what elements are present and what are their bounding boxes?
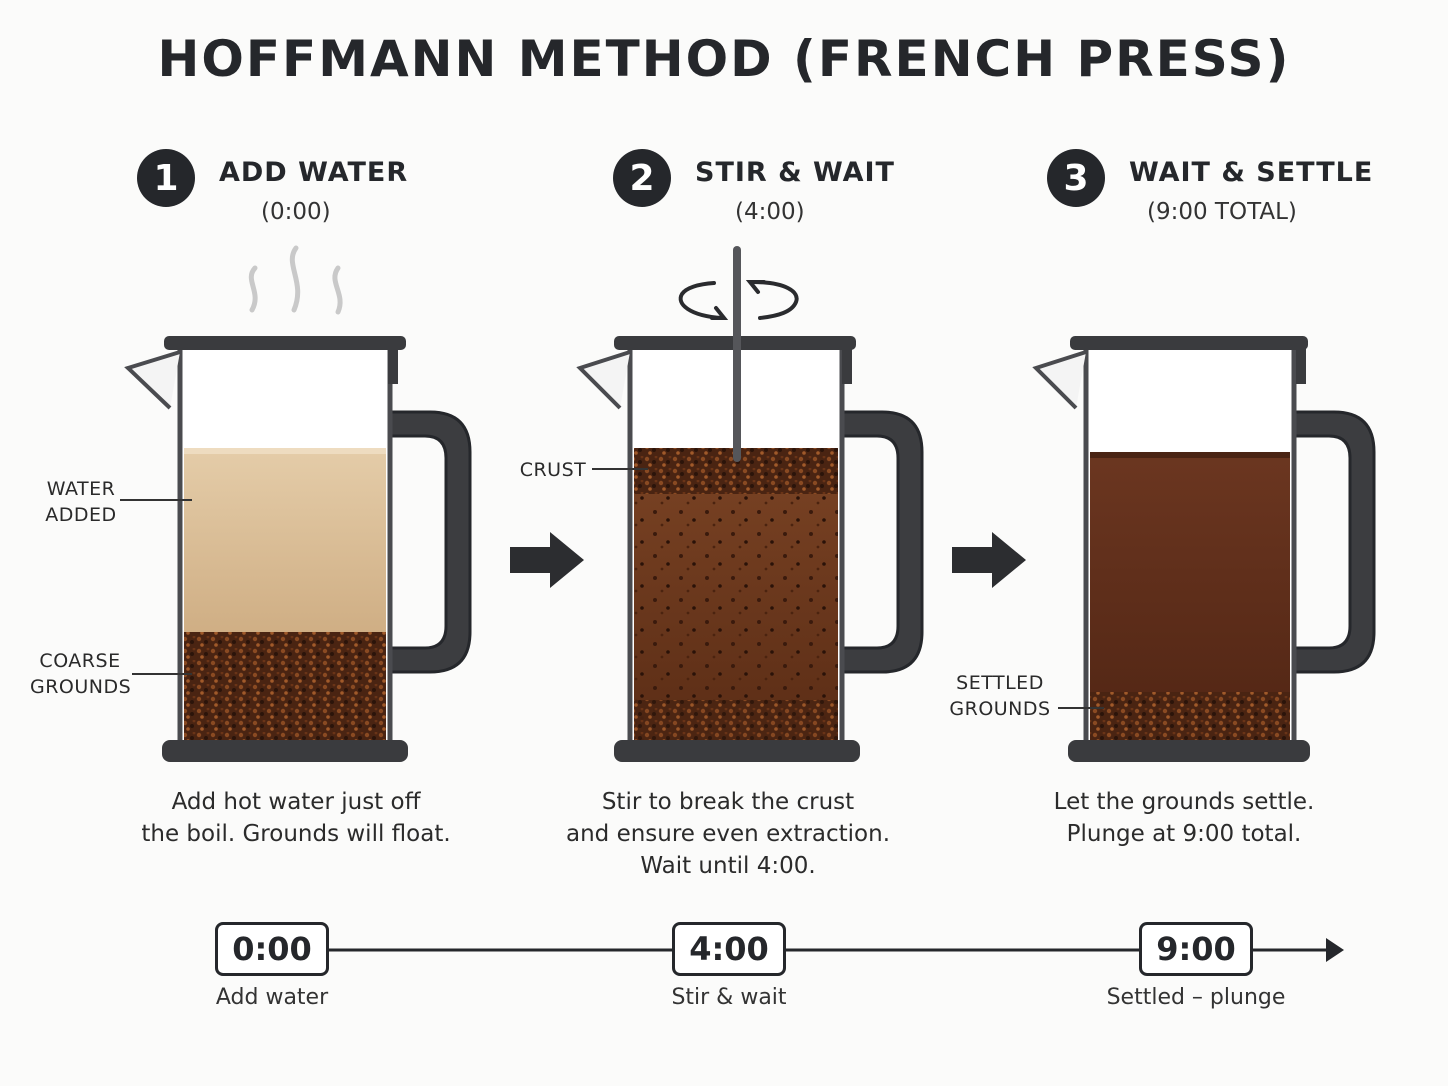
- step-3-time: (9:00 TOTAL): [1147, 199, 1297, 225]
- step-1-number: 1: [137, 149, 195, 207]
- step-1-caption: Add hot water just off the boil. Grounds…: [141, 789, 451, 847]
- step-2-caption: Stir to break the crust and ensure even …: [565, 789, 891, 879]
- label-water-added: WATER ADDED: [45, 478, 117, 526]
- step-1-header: 1 ADD WATER (0:00): [137, 145, 437, 225]
- step-1-time: (0:00): [261, 199, 331, 225]
- step-3-title: WAIT & SETTLE: [1129, 157, 1374, 188]
- label-crust: CRUST: [519, 459, 587, 481]
- step-3-header: 3 WAIT & SETTLE (9:00 TOTAL): [1047, 145, 1372, 225]
- step-3-caption: Let the grounds settle. Plunge at 9:00 t…: [1053, 789, 1315, 847]
- step-arrow-icon: [510, 532, 584, 588]
- timeline-label-2: Settled – plunge: [1106, 985, 1286, 1010]
- step-2-number: 2: [613, 149, 671, 207]
- step-2-time: (4:00): [735, 199, 805, 225]
- step-1-title: ADD WATER: [219, 157, 409, 188]
- steam-icon: [248, 245, 343, 315]
- stir-rotation-icon: [678, 280, 799, 320]
- press-2: [576, 246, 924, 762]
- step-arrow-icon: [952, 532, 1026, 588]
- page-title: HOFFMANN METHOD (FRENCH PRESS): [157, 30, 1291, 88]
- step-2-title: STIR & WAIT: [695, 157, 895, 188]
- label-settled-grounds: SETTLED GROUNDS: [949, 672, 1051, 720]
- press-3: [1032, 336, 1376, 762]
- press-1: [120, 245, 472, 762]
- timeline-marker-2: 9:00: [1139, 922, 1253, 976]
- step-3-number: 3: [1047, 149, 1105, 207]
- timeline-marker-0: 0:00: [215, 922, 329, 976]
- label-coarse-grounds: COARSE GROUNDS: [30, 650, 132, 698]
- timeline-label-1: Stir & wait: [671, 985, 787, 1010]
- timeline-marker-1: 4:00: [672, 922, 786, 976]
- timeline-arrow-icon: [1326, 938, 1344, 962]
- step-2-header: 2 STIR & WAIT (4:00): [613, 145, 913, 225]
- timeline-label-0: Add water: [215, 985, 329, 1010]
